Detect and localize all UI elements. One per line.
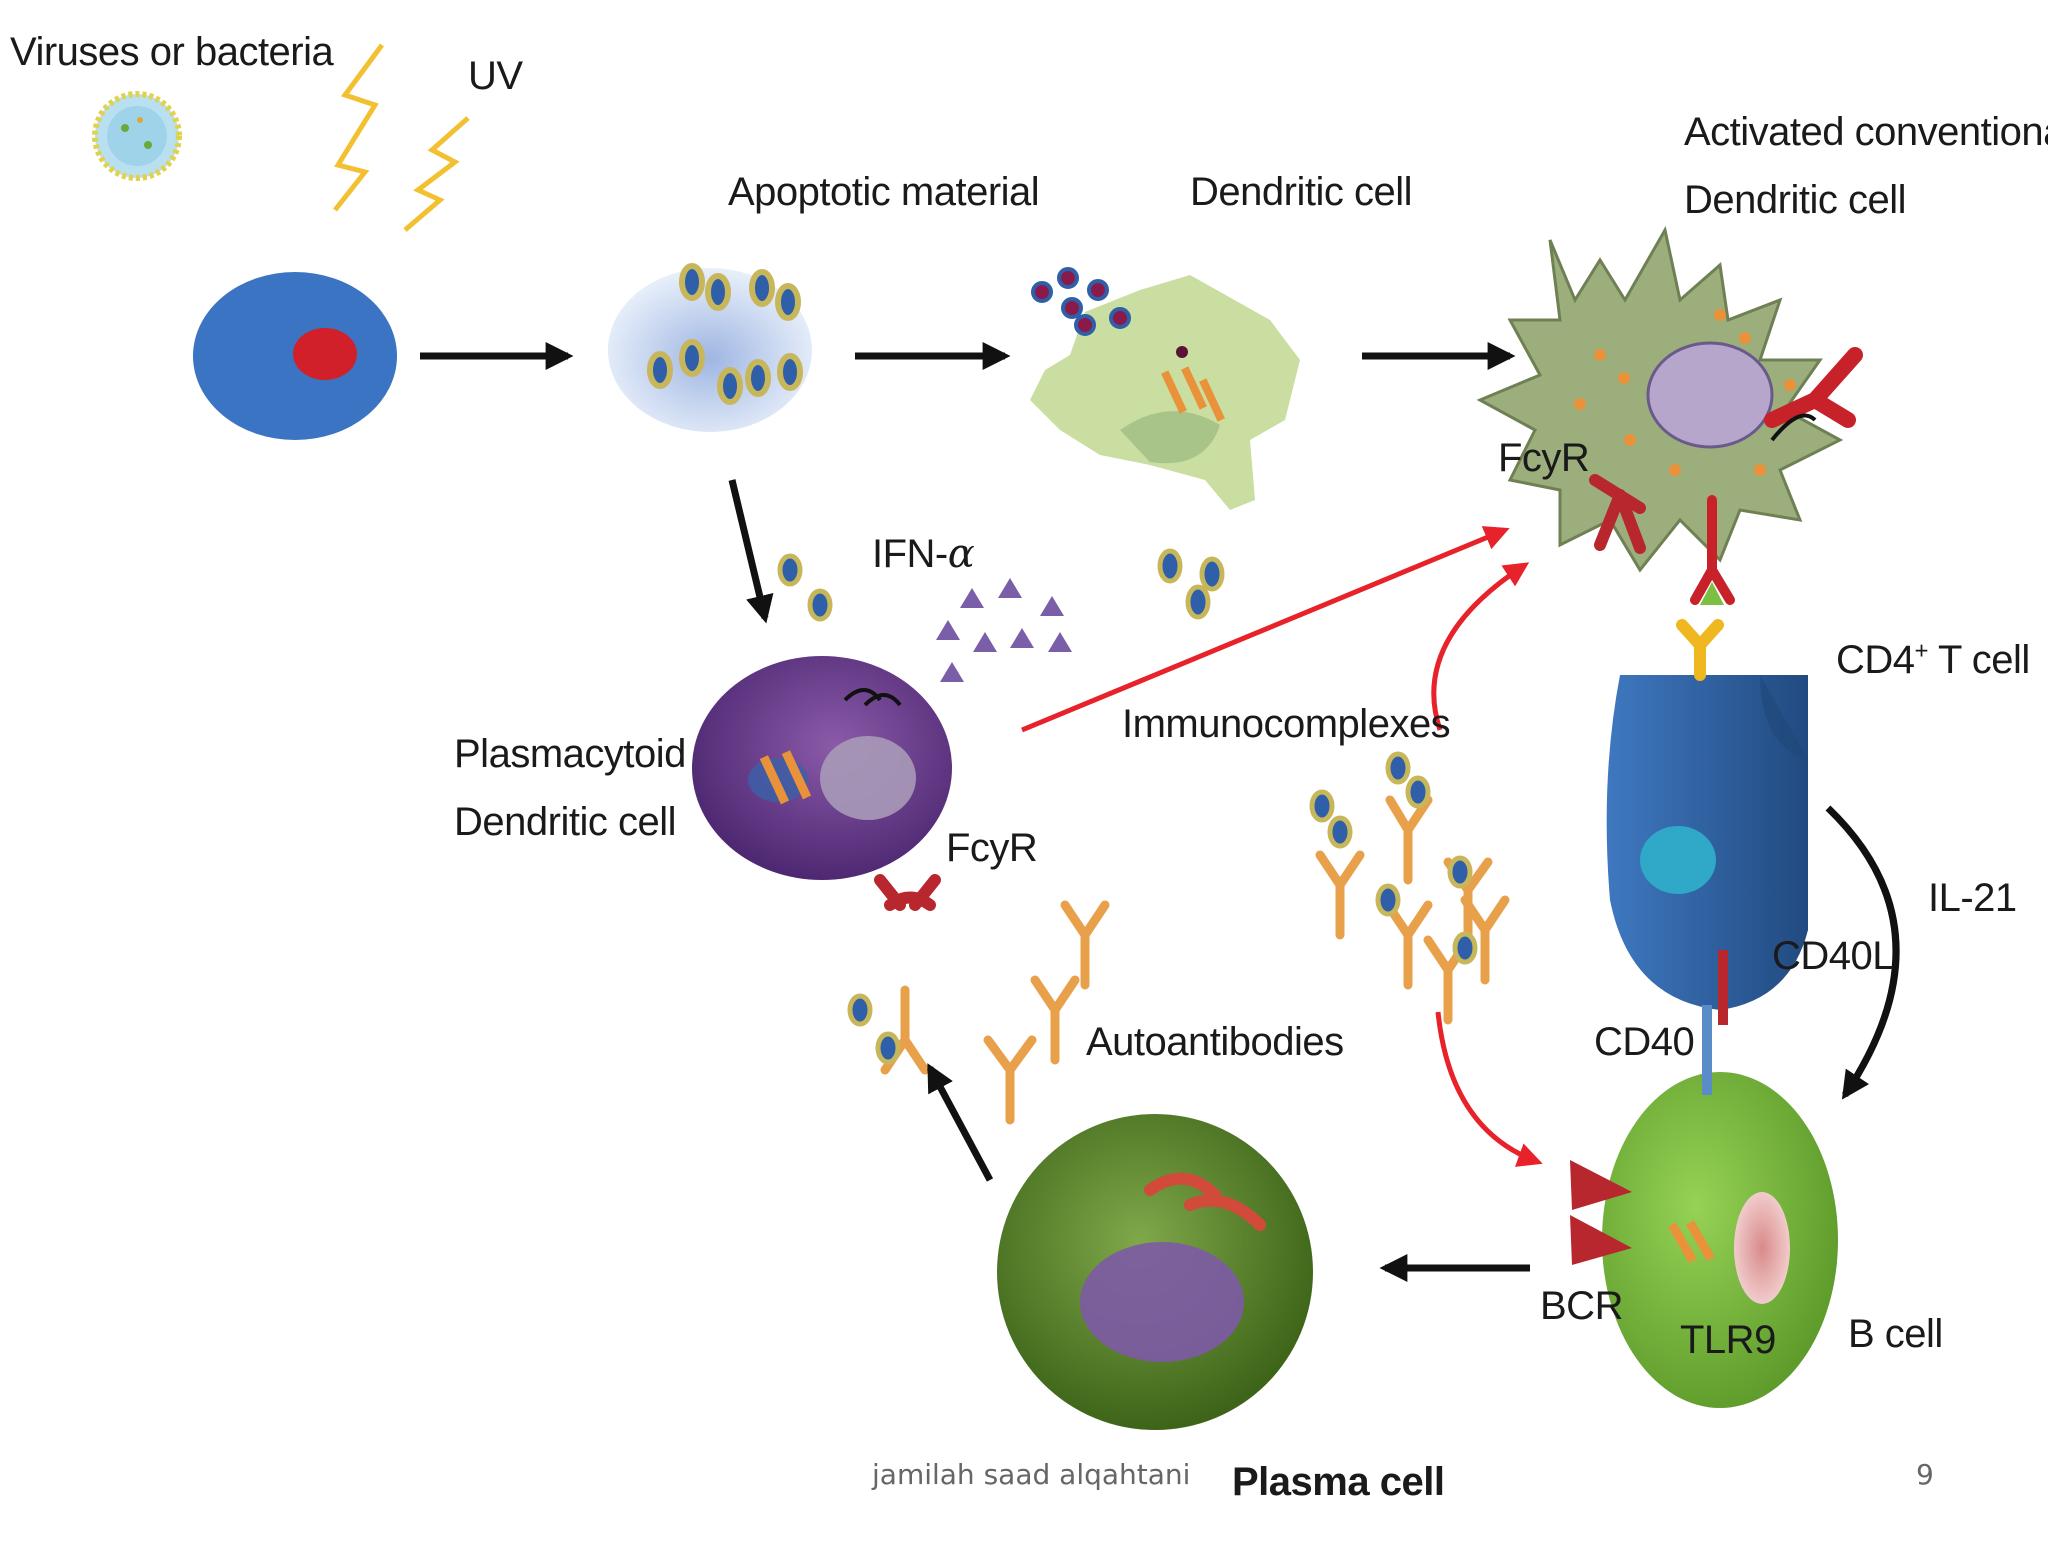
label-dendritic: Dendritic cell <box>1190 170 1412 214</box>
label-immunocomplexes: Immunocomplexes <box>1122 702 1451 746</box>
virus-icon <box>92 91 182 181</box>
label-cd40: CD40 <box>1594 1020 1695 1064</box>
label-ifn-symbol: α <box>947 531 975 577</box>
cd4-t-cell <box>1606 619 1808 1025</box>
healthy-cell <box>193 272 397 440</box>
pdc-bound-antigen <box>847 993 901 1065</box>
label-uv: UV <box>468 54 523 98</box>
label-plasma-cell: Plasma cell <box>1232 1460 1445 1504</box>
label-fcyr-left: FcyR <box>946 826 1038 870</box>
activated-dendritic-cell <box>1476 225 1863 605</box>
label-cd4-suffix: T cell <box>1928 638 2030 682</box>
label-autoantibodies: Autoantibodies <box>1086 1020 1344 1064</box>
label-plasmacytoid-line1: Plasmacytoid <box>454 732 686 776</box>
label-cd40l: CD40L <box>1772 934 1895 978</box>
dendritic-cell <box>1030 275 1300 510</box>
label-cd4-prefix: CD4 <box>1836 638 1915 682</box>
label-plasmacytoid-line2: Dendritic cell <box>454 800 676 844</box>
apoptotic-material <box>608 263 812 432</box>
label-ifn-prefix: IFN- <box>872 532 948 576</box>
process-arrows <box>420 342 1900 1282</box>
plasma-cell <box>997 1114 1313 1430</box>
immunocomplexes-cluster <box>1309 751 1510 1025</box>
label-apoptotic: Apoptotic material <box>728 170 1040 214</box>
label-il21: IL-21 <box>1928 876 2017 920</box>
label-cd4-sup: + <box>1914 637 1929 665</box>
pdc-antigen-dots <box>777 553 833 622</box>
label-activated-line2: Dendritic cell <box>1684 178 1906 222</box>
uv-rays-icon <box>333 43 470 232</box>
red-arrows <box>1021 526 1543 1167</box>
footer-page-number: 9 <box>1916 1458 1934 1491</box>
free-antigen-dots <box>1157 548 1225 620</box>
label-tlr9: TLR9 <box>1680 1318 1776 1362</box>
label-fcyr-top: FcyR <box>1498 436 1590 480</box>
label-bcell: B cell <box>1848 1312 1943 1356</box>
label-ifn: IFN-α <box>872 530 975 578</box>
label-bcr: BCR <box>1540 1284 1623 1328</box>
b-cell <box>1570 1005 1838 1408</box>
autoantibodies <box>880 900 1110 1125</box>
label-cd4-t-cell: CD4+ T cell <box>1836 636 2030 684</box>
plasmacytoid-dendritic-cell <box>692 656 952 911</box>
label-viruses: Viruses or bacteria <box>10 30 334 74</box>
dendritic-apoptotic-dots <box>1031 267 1131 336</box>
label-activated-line1: Activated conventional <box>1684 110 2048 154</box>
footer-author: jamilah saad alqahtani <box>872 1458 1191 1491</box>
ifn-alpha-icon <box>936 578 1072 682</box>
